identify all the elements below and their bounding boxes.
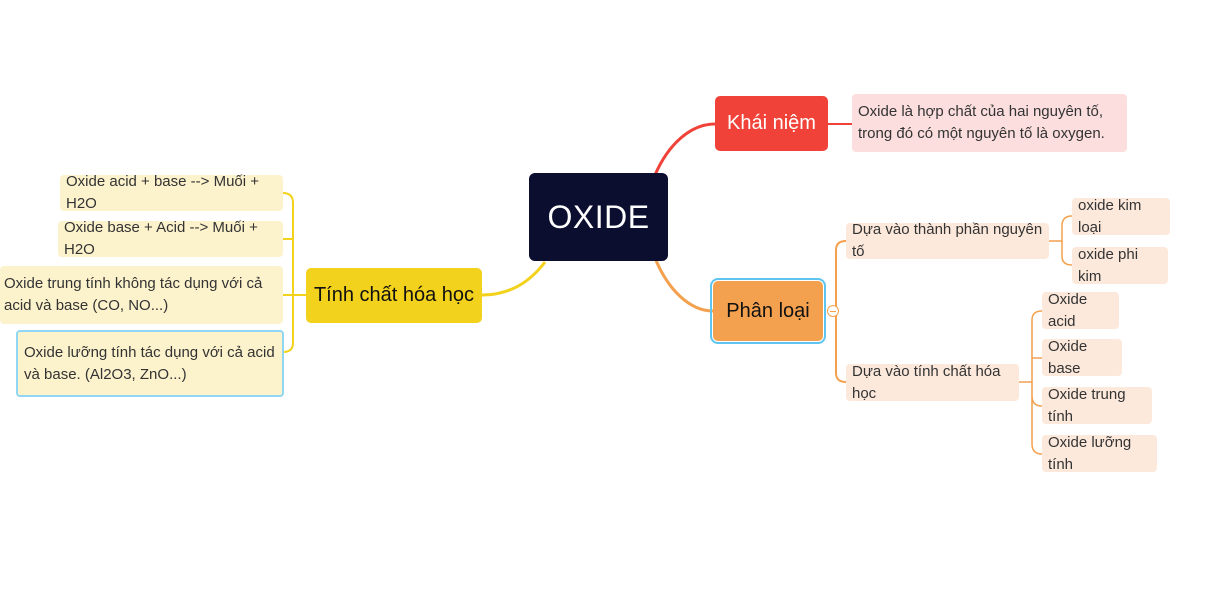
item-oxide-acid[interactable]: Oxide acid [1042,291,1119,330]
item-oxide-luong-tinh[interactable]: Oxide lưỡng tính [1042,434,1157,473]
subtopic-thanh-phan[interactable]: Dựa vào thành phần nguyên tố [846,221,1049,260]
tinh-chat-item-4[interactable]: Oxide lưỡng tính tác dụng với cả acid và… [16,330,284,397]
subtopic-tinh-chat-hoa-hoc[interactable]: Dựa vào tính chất hóa học [846,363,1019,402]
collapse-toggle-icon[interactable] [827,305,839,317]
topic-tinh-chat-hoa-hoc[interactable]: Tính chất hóa học [306,268,482,323]
tinh-chat-item-2[interactable]: Oxide base + Acid --> Muối + H2O [58,219,283,258]
item-oxide-phi-kim[interactable]: oxide phi kim [1072,246,1168,285]
item-oxide-trung-tinh[interactable]: Oxide trung tính [1042,386,1152,425]
tinh-chat-item-3[interactable]: Oxide trung tính không tác dụng với cả a… [0,266,283,324]
khai-niem-definition[interactable]: Oxide là hợp chất của hai nguyên tố, tro… [852,94,1127,152]
tinh-chat-item-1[interactable]: Oxide acid + base --> Muối + H2O [60,173,283,212]
item-oxide-kim-loai[interactable]: oxide kim loại [1072,197,1170,236]
item-oxide-base[interactable]: Oxide base [1042,338,1122,377]
root-node-oxide[interactable]: OXIDE [529,173,668,261]
topic-phan-loai[interactable]: Phân loại [710,278,826,344]
topic-khai-niem[interactable]: Khái niệm [715,96,828,151]
